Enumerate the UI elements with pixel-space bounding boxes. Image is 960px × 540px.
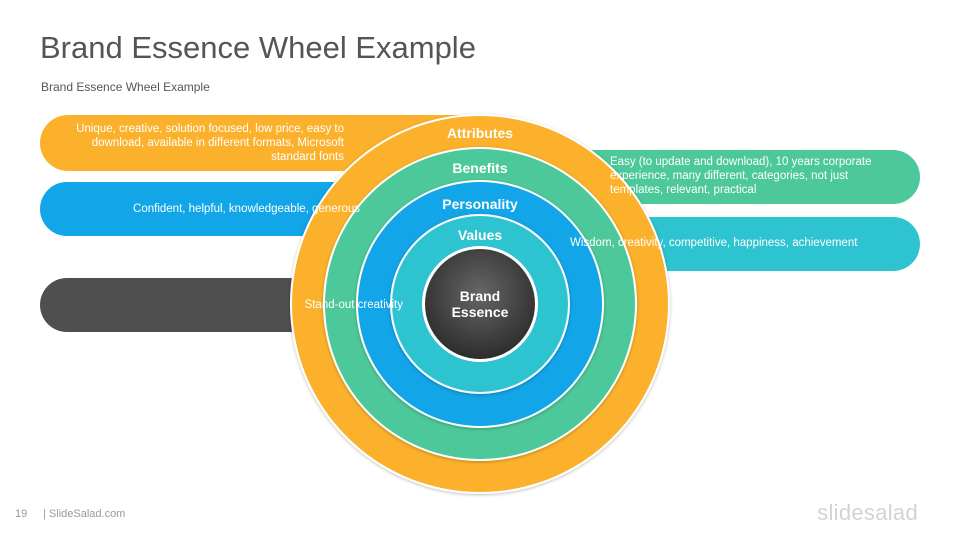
attributes-description: Unique, creative, solution focused, low … — [76, 123, 344, 163]
page-number: 19 — [15, 508, 28, 520]
values-description: Wisdom, creativity, competitive, happine… — [570, 237, 858, 249]
benefits-description: Easy (to update and download), 10 years … — [610, 156, 872, 196]
personality-label: Personality — [442, 196, 518, 212]
essence-description: Stand-out creativity — [304, 299, 403, 311]
core-label-line1: Brand — [460, 288, 500, 304]
personality-description: Confident, helpful, knowledgeable, gener… — [133, 203, 360, 215]
benefits-label: Benefits — [452, 160, 507, 176]
slidesalad-logo: slidesalad — [817, 500, 918, 525]
core-label-line2: Essence — [452, 304, 509, 320]
slide-subtitle: Brand Essence Wheel Example — [41, 80, 210, 94]
attributes-label: Attributes — [447, 125, 513, 141]
values-label: Values — [458, 227, 503, 243]
brand-essence-core — [425, 249, 535, 359]
footer-site: | SlideSalad.com — [43, 508, 126, 520]
slide-title: Brand Essence Wheel Example — [40, 30, 476, 65]
